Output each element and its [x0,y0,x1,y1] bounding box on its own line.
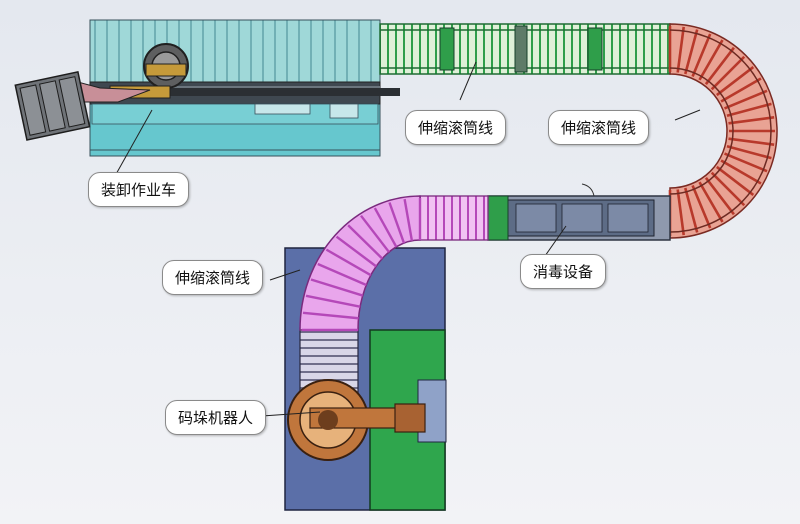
label-disinfection-unit: 消毒设备 [520,254,607,289]
roller [684,29,699,75]
label-telescopic-conveyor-2: 伸缩滚筒线 [548,110,650,145]
roller [720,159,762,185]
roller [691,33,712,77]
roller [373,207,398,248]
roller [325,248,372,277]
roller [724,89,768,110]
roller [305,294,361,308]
roller [704,46,735,85]
roller [724,152,768,173]
straight-conveyor-top [379,23,671,75]
roller [726,102,772,117]
leader-lines [114,61,701,417]
roller [728,116,775,125]
roller [726,145,772,160]
roller [403,198,414,241]
roller [360,214,390,253]
roller [710,55,746,91]
roller [684,187,699,233]
roller [302,311,359,320]
roller [691,185,712,229]
roller [720,77,762,103]
roller [347,224,384,260]
roller [716,165,755,196]
loader-vehicle [14,19,400,157]
roller [698,39,724,81]
disinfection-unit [487,183,671,241]
roller [335,235,377,268]
label-loader-vehicle: 装卸作业车 [88,172,190,207]
roller [710,171,746,207]
label-telescopic-conveyor-3: 伸缩滚筒线 [162,260,264,295]
roller [698,181,724,223]
roller [716,66,755,97]
curved-conveyor-right [668,23,778,239]
roller [728,137,775,146]
roller [676,189,685,236]
roller [317,262,367,287]
label-telescopic-conveyor-1: 伸缩滚筒线 [405,110,507,145]
curved-conveyor-left [299,195,489,332]
roller [704,177,735,216]
label-palletizing-robot: 码垛机器人 [165,400,267,435]
roller [676,26,685,73]
roller [310,278,364,297]
roller [388,202,406,244]
